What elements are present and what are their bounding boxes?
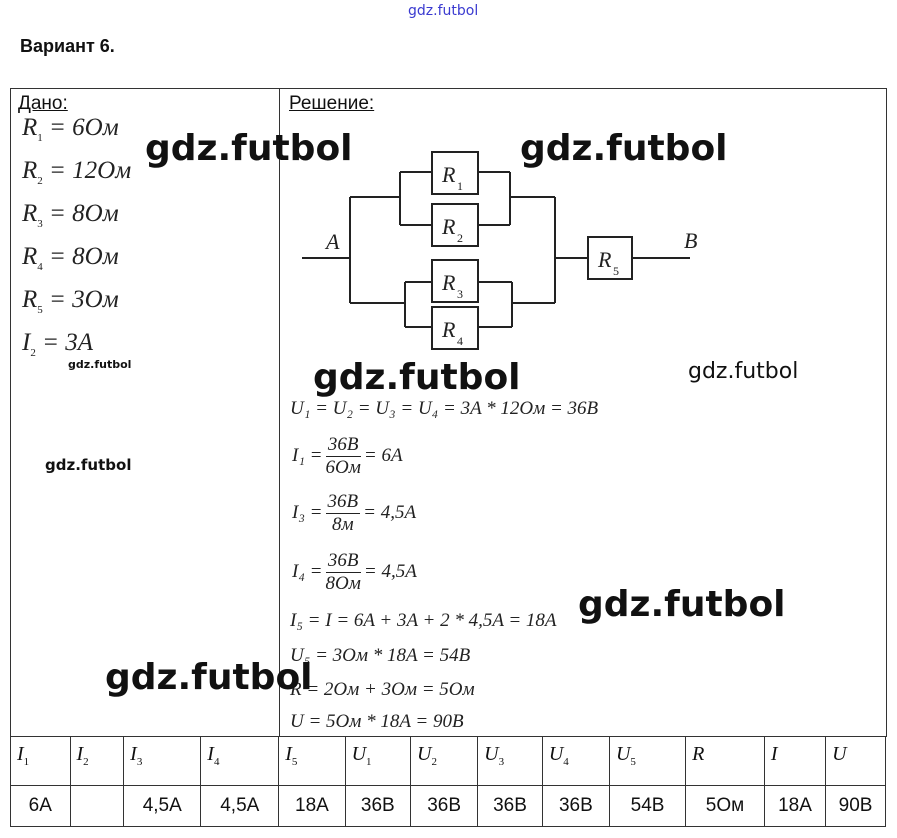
table-header-cell: I5 (278, 736, 346, 786)
table-header-cell: U (825, 736, 886, 786)
r4-sub: 4 (457, 334, 463, 348)
r3-label: R (441, 270, 456, 295)
table-value-cell: 4,5A (123, 785, 202, 827)
table-value-cell: 36B (344, 785, 412, 827)
formula-u: U = 5Ом * 18A = 90B (290, 711, 464, 732)
table-header-cell: R (685, 736, 765, 786)
solution-label: Решение: (289, 93, 375, 114)
r5-sub: 5 (613, 264, 619, 278)
watermark-top: gdz.futbol (408, 3, 479, 19)
resistor-r5 (587, 236, 633, 280)
table-value-cell: 4,5A (200, 785, 280, 827)
table-value-cell: 18A (278, 785, 346, 827)
watermark: gdz.futbol (688, 359, 799, 384)
watermark: gdz.futbol (105, 657, 313, 698)
r2-label: R (441, 214, 456, 239)
formula-voltages: U₁ = U₂ = U₃ = U₄ = 3A * 12Ом = 36B (290, 398, 599, 419)
r3-sub: 3 (457, 287, 463, 301)
table-header-cell: U5 (608, 736, 687, 786)
task-frame (10, 88, 887, 737)
formula-r: R = 2Ом + 3Ом = 5Ом (290, 679, 475, 700)
formula-u5: U₅ = 3Ом * 18A = 54B (290, 645, 471, 666)
r1-label: R (441, 162, 456, 187)
table-value-cell (69, 785, 125, 827)
formula-i5: I₅ = I = 6A + 3A + 2 * 4,5A = 18A (290, 610, 557, 631)
watermark: gdz.futbol (313, 357, 521, 398)
table-header-cell: U4 (541, 736, 610, 786)
resistor-r4 (431, 306, 479, 350)
table-value-cell: 6A (10, 785, 71, 827)
given-item: R4 = 8Ом (22, 243, 119, 273)
table-value-cell: 36B (477, 785, 543, 827)
given-item: I2 = 3A (22, 329, 93, 359)
watermark: gdz.futbol (45, 456, 132, 474)
table-header-cell: I3 (123, 736, 202, 786)
table-value-cell: 36B (410, 785, 479, 827)
column-divider (279, 88, 280, 736)
given-item: R5 = 3Ом (22, 286, 119, 316)
table-value-cell: 90B (825, 785, 886, 827)
given-item: R2 = 12Ом (22, 157, 132, 187)
resistor-r2 (431, 203, 479, 247)
table-value-cell: 36B (541, 785, 610, 827)
table-value-cell: 5Ом (685, 785, 765, 827)
watermark: gdz.futbol (145, 128, 353, 169)
watermark: gdz.futbol (520, 128, 728, 169)
node-b-label: B (684, 228, 697, 253)
given-item: R1 = 6Ом (22, 114, 119, 144)
table-header-cell: I1 (10, 736, 71, 786)
r1-sub: 1 (457, 179, 463, 193)
table-header-cell: I (763, 736, 827, 786)
table-header-cell: I4 (200, 736, 280, 786)
table-header-cell: U1 (344, 736, 412, 786)
table-value-cell: 54B (608, 785, 687, 827)
resistor-r1 (431, 151, 479, 195)
watermark: gdz.futbol (578, 584, 786, 625)
watermark: gdz.futbol (68, 358, 132, 371)
r4-label: R (441, 317, 456, 342)
r2-sub: 2 (457, 231, 463, 245)
table-header-cell: U3 (477, 736, 543, 786)
r5-label: R (597, 247, 612, 272)
given-label: Дано: (18, 93, 68, 114)
table-header-cell: U2 (410, 736, 479, 786)
given-item: R3 = 8Ом (22, 200, 119, 230)
table-value-cell: 18A (763, 785, 827, 827)
resistor-r3 (431, 259, 479, 303)
page-title: Вариант 6. (20, 36, 115, 56)
node-a-label: A (324, 229, 340, 254)
table-header-cell: I2 (69, 736, 125, 786)
